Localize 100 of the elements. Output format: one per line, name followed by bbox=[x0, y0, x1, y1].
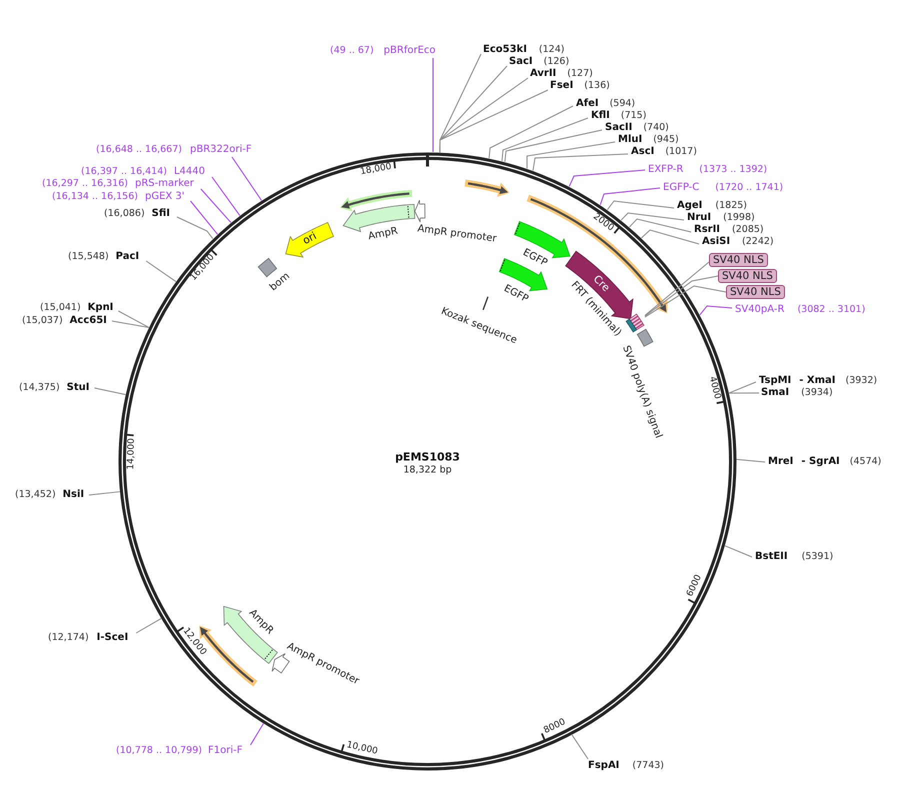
feature-name: ori bbox=[301, 231, 318, 248]
enzyme-name: FseI bbox=[550, 80, 574, 92]
site-position: (14,375) bbox=[19, 382, 60, 394]
leader-line bbox=[728, 382, 756, 394]
feature-label: bom bbox=[268, 270, 292, 294]
feature-block bbox=[636, 328, 654, 348]
leader-line bbox=[250, 722, 264, 746]
feature-tag: SV40 NLS bbox=[709, 253, 768, 267]
primer-position: (16,134 .. 16,156) bbox=[52, 191, 138, 203]
leader-line bbox=[94, 388, 126, 396]
enzyme-name: I-SceI bbox=[96, 632, 128, 644]
leader-line bbox=[136, 618, 162, 634]
leader-line bbox=[432, 58, 434, 153]
primer-position: (49 .. 67) bbox=[330, 45, 374, 57]
enzyme-name: MreI bbox=[768, 456, 794, 468]
site-position: (16,086) bbox=[104, 208, 145, 220]
enzyme-name: StuI bbox=[66, 382, 90, 394]
site-position: (1825) bbox=[715, 200, 747, 212]
leader-line bbox=[728, 392, 760, 394]
enzyme-name: TspMI bbox=[759, 375, 792, 387]
leader-line bbox=[488, 106, 574, 159]
leader-line bbox=[526, 142, 616, 169]
enzyme-name: AfeI bbox=[576, 98, 599, 110]
primer-position: (1720 .. 1741) bbox=[715, 182, 784, 194]
feature-block bbox=[628, 313, 645, 332]
feature-name: Cre bbox=[591, 274, 612, 294]
leader-line bbox=[146, 260, 176, 282]
enzyme-name: AsiSI bbox=[702, 236, 730, 248]
enzyme-name: MluI bbox=[618, 134, 642, 146]
leader-line bbox=[502, 118, 588, 162]
leader-line bbox=[118, 310, 150, 328]
leader-line bbox=[600, 188, 660, 206]
scale-label: 8000 bbox=[542, 718, 568, 738]
leader-line bbox=[568, 170, 646, 187]
primer-name: L4440 bbox=[174, 166, 206, 178]
enzyme-name: AgeI bbox=[677, 200, 702, 212]
plasmid-size: 18,322 bp bbox=[403, 464, 452, 475]
leader-line bbox=[571, 734, 588, 760]
plasmid-name: pEMS1083 bbox=[395, 452, 460, 462]
open-reading-frame bbox=[338, 188, 414, 213]
primer-position: (10,778 .. 10,799) bbox=[116, 745, 202, 757]
leader-line bbox=[111, 320, 150, 328]
site-position: (7743) bbox=[632, 760, 664, 772]
enzyme-name: Eco53kI bbox=[483, 44, 527, 56]
primer-name: F1ori-F bbox=[208, 745, 242, 757]
leader-line bbox=[620, 212, 684, 221]
site-position: (1998) bbox=[723, 212, 755, 224]
primer-name: pBR322ori-F bbox=[190, 144, 252, 156]
enzyme-name: SacI bbox=[509, 56, 533, 68]
leader-line bbox=[644, 276, 718, 317]
scale-label: 4000 bbox=[706, 376, 722, 401]
site-position: (3934) bbox=[801, 387, 833, 399]
leader-line bbox=[724, 545, 752, 558]
leader-line bbox=[190, 200, 218, 235]
feature-mark bbox=[482, 295, 489, 311]
site-position: (13,452) bbox=[15, 489, 56, 501]
site-position: (715) bbox=[620, 110, 646, 122]
enzyme-name: FspAI bbox=[588, 760, 620, 772]
enzyme-name: AvrII bbox=[530, 68, 556, 80]
leader-line bbox=[88, 491, 121, 496]
site-position: (15,548) bbox=[68, 251, 109, 263]
enzyme-name: SmaI bbox=[761, 387, 790, 399]
enzyme-name: AscI bbox=[631, 146, 654, 158]
enzyme-name: BstEII bbox=[755, 551, 788, 563]
enzyme-name: SacII bbox=[605, 122, 632, 134]
site-position: (594) bbox=[610, 98, 636, 110]
scale-label: 18,000 bbox=[360, 162, 393, 178]
leader-line bbox=[736, 458, 766, 462]
primer-name: SV40pA-R bbox=[735, 304, 784, 316]
primer-name: EGFP-C bbox=[663, 182, 700, 194]
enzyme-name: Acc65I bbox=[70, 315, 107, 327]
leader-line bbox=[699, 305, 732, 316]
site-position: (945) bbox=[653, 134, 679, 146]
open-reading-frame bbox=[463, 178, 511, 199]
enzyme-name: KpnI bbox=[88, 302, 114, 314]
enzyme-name: NruI bbox=[687, 212, 712, 224]
enzyme-name: NsiI bbox=[62, 489, 84, 501]
enzyme-name: PacI bbox=[116, 251, 140, 263]
primer-position: (3082 .. 3101) bbox=[797, 304, 866, 316]
site-position: (2085) bbox=[732, 224, 764, 236]
scale-label: 14,000 bbox=[126, 438, 138, 470]
primer-position: (16,397 .. 16,414) bbox=[81, 166, 167, 178]
enzyme-name: SfiI bbox=[152, 208, 170, 220]
feature-block bbox=[625, 318, 638, 333]
leader-line bbox=[644, 285, 726, 318]
leader-line bbox=[232, 156, 262, 201]
leader-line bbox=[504, 130, 602, 162]
leader-line bbox=[644, 262, 710, 316]
primer-name: EXFP-R bbox=[648, 164, 684, 176]
enzyme-name: - XmaI bbox=[799, 375, 836, 387]
site-position: (12,174) bbox=[48, 632, 89, 644]
primer-position: (1373 .. 1392) bbox=[699, 164, 768, 176]
feature-label: EGFP bbox=[520, 246, 549, 268]
scale-label: 10,000 bbox=[345, 740, 379, 758]
feature-label: EGFP bbox=[502, 282, 530, 305]
enzyme-name: - SgrAI bbox=[801, 456, 840, 468]
site-position: (126) bbox=[544, 56, 570, 68]
site-position: (4574) bbox=[850, 456, 882, 468]
leader-line bbox=[640, 229, 700, 244]
leader-line bbox=[439, 90, 548, 153]
